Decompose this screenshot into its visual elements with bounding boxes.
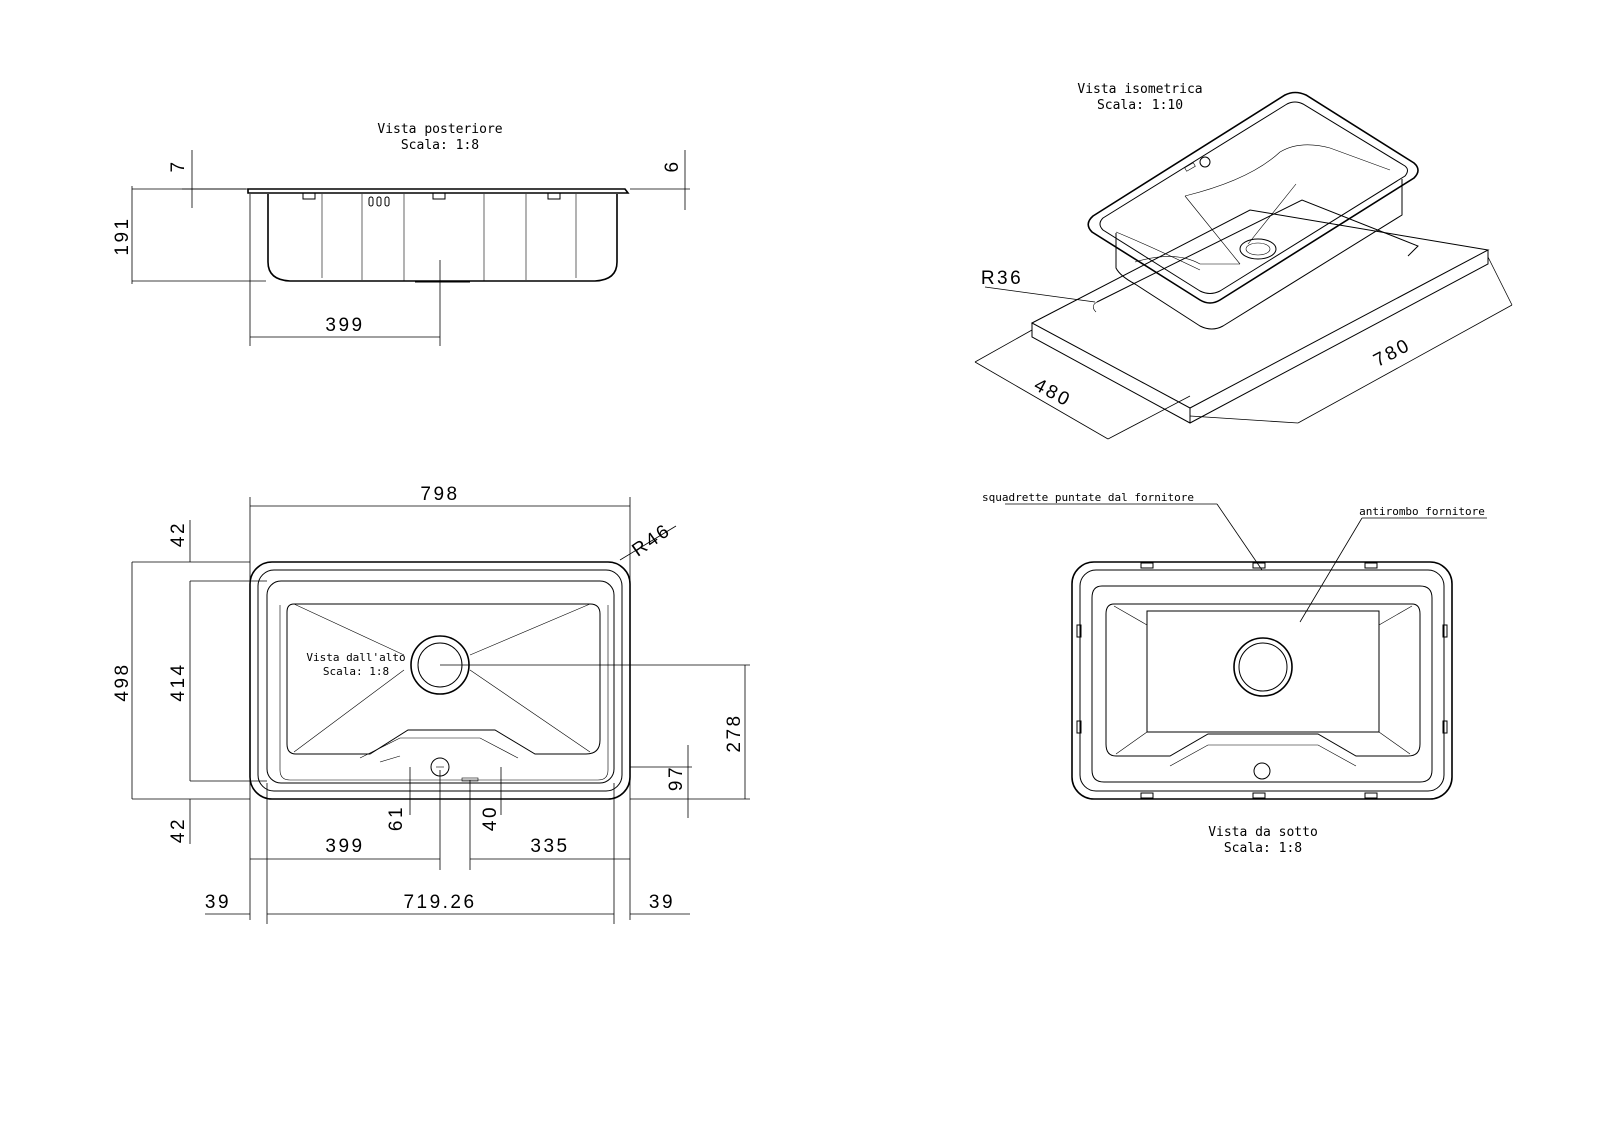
top-margin-top-label: 42 [168, 521, 189, 547]
top-height-label: 498 [112, 662, 133, 701]
top-right-offset-label: 335 [530, 836, 569, 857]
rear-right-flange-label: 6 [662, 159, 683, 172]
iso-depth-label: 480 [1030, 375, 1074, 412]
rear-dimension-lines [131, 150, 690, 346]
rear-view: Vista posteriore Scala: 1:8 [112, 122, 690, 346]
top-inner-height-label: 414 [168, 662, 189, 701]
top-width-label: 798 [420, 484, 459, 505]
antirombo-note: antirombo fornitore [1359, 505, 1485, 518]
top-tap-offset-label: 97 [666, 765, 687, 791]
rear-view-title: Vista posteriore [377, 122, 502, 137]
bottom-view-title: Vista da sotto [1208, 825, 1318, 840]
bottom-view-scale: Scala: 1:8 [1224, 841, 1302, 856]
iso-countertop [1030, 199, 1490, 424]
top-drain-offset-label: 278 [724, 713, 745, 752]
iso-width-label: 780 [1370, 335, 1414, 372]
brackets-note: squadrette puntate dal fornitore [982, 491, 1194, 504]
top-margin-bottom-label: 42 [168, 817, 189, 843]
top-bowl-width-label: 719.26 [403, 892, 476, 913]
rear-depth-label: 191 [112, 216, 133, 255]
isometric-view: Vista isometrica Scala: 1:10 [974, 82, 1513, 440]
top-view-scale: Scala: 1:8 [323, 665, 389, 678]
top-drain-x-label: 61 [386, 805, 407, 831]
iso-sink [1087, 91, 1419, 330]
rear-left-flange-label: 7 [168, 159, 189, 172]
top-corner-radius-label: R46 [628, 520, 675, 561]
iso-view-title: Vista isometrica [1077, 82, 1202, 97]
bottom-sink-outline [1071, 561, 1453, 800]
iso-view-scale: Scala: 1:10 [1097, 98, 1183, 113]
top-view-title: Vista dall'alto [306, 651, 405, 664]
top-side-left-label: 39 [205, 892, 231, 913]
rear-sink-outline [247, 188, 630, 283]
rear-offset-label: 399 [325, 315, 364, 336]
top-dimension-lines [131, 497, 750, 924]
top-left-offset-label: 399 [325, 836, 364, 857]
bottom-view: squadrette puntate dal fornitore antirom… [982, 491, 1487, 856]
top-view: Vista dall'alto Scala: 1:8 [112, 484, 750, 924]
iso-radius-label: R36 [981, 268, 1023, 289]
top-sink-outline [249, 561, 631, 800]
top-side-right-label: 39 [649, 892, 675, 913]
top-tap-x-label: 40 [480, 805, 501, 831]
iso-dimension-lines [974, 256, 1513, 440]
rear-view-scale: Scala: 1:8 [401, 138, 479, 153]
